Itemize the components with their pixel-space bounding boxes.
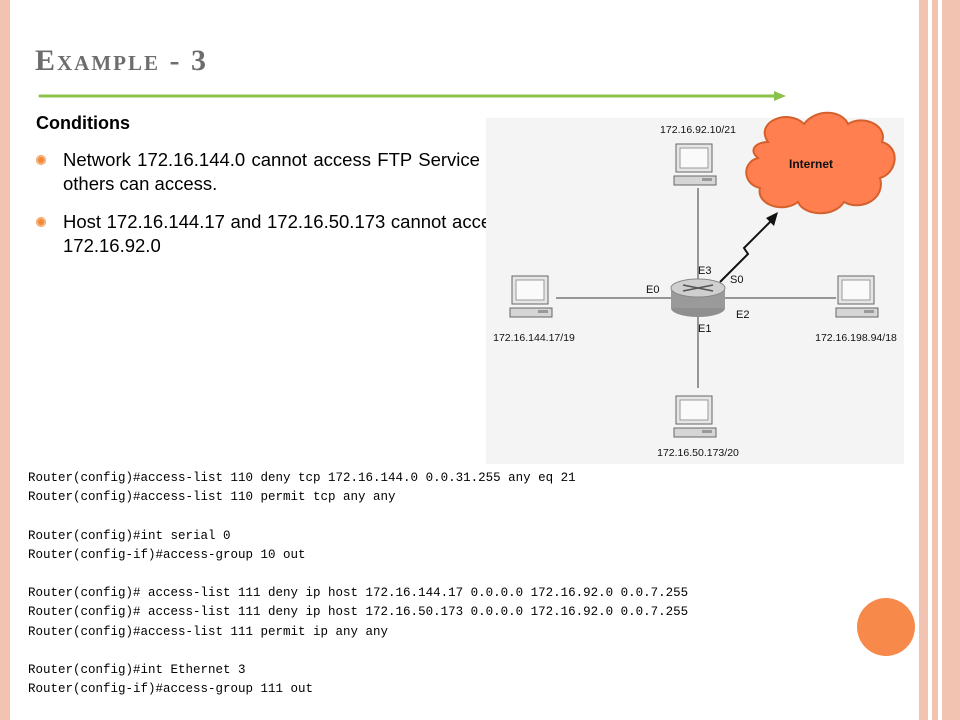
network-diagram: Internet E3 S0 E0 E2 E1 172.16.92.10/21 …: [493, 111, 897, 459]
internet-label: Internet: [789, 157, 833, 171]
host-label-top: 172.16.92.10/21: [660, 124, 736, 136]
slide-title: Example - 3: [35, 44, 208, 77]
decorative-circle: [857, 598, 915, 656]
config-line: Router(config)# access-list 111 deny ip …: [28, 586, 689, 601]
slide-frame-right: [942, 0, 960, 720]
config-line: [28, 507, 688, 526]
bullet-icon: [36, 155, 46, 165]
serial-link-icon: [719, 215, 777, 283]
computer-icon: [509, 275, 553, 318]
slide-frame-left: [0, 0, 10, 720]
config-line: Router(config)#int Ethernet 3: [28, 662, 246, 677]
computer-icon: [673, 143, 717, 186]
internet-cloud-icon: Internet: [745, 111, 896, 215]
config-line: Router(config-if)#access-group 10 out: [28, 547, 306, 562]
port-label-e0: E0: [646, 284, 659, 296]
computer-icon: [835, 275, 879, 318]
condition-text: Host 172.16.144.17 and 172.16.50.173 can…: [63, 211, 580, 256]
config-line: Router(config)#access-list 110 permit tc…: [28, 490, 396, 505]
conditions-heading: Conditions: [36, 113, 130, 133]
slide-frame-right: [919, 0, 928, 720]
serial-link-arrow-icon: [766, 212, 778, 226]
router-icon: [670, 278, 726, 317]
config-line: Router(config-if)#access-group 111 out: [28, 682, 314, 697]
config-line: Router(config)#access-list 111 permit ip…: [28, 624, 389, 639]
config-line: Router(config)# access-list 111 deny ip …: [28, 605, 689, 620]
config-line: [28, 642, 688, 661]
port-label-e3: E3: [698, 265, 711, 277]
host-label-left: 172.16.144.17/19: [493, 332, 575, 344]
condition-text: Network 172.16.144.0 cannot access FTP S…: [63, 149, 580, 194]
computer-icon: [673, 395, 717, 438]
list-item: Network 172.16.144.0 cannot access FTP S…: [36, 148, 580, 196]
title-arrow-rule: [38, 91, 786, 101]
slide-frame-right: [932, 0, 938, 720]
conditions-list: Network 172.16.144.0 cannot access FTP S…: [36, 148, 580, 272]
config-line: Router(config)#access-list 110 deny tcp …: [28, 471, 576, 485]
config-line: Router(config)#int serial 0: [28, 528, 231, 543]
port-label-s0: S0: [730, 274, 743, 286]
list-item: Host 172.16.144.17 and 172.16.50.173 can…: [36, 210, 580, 258]
bullet-icon: [36, 217, 46, 227]
router-config-listing: Router(config)#access-list 110 deny tcp …: [28, 469, 688, 699]
host-label-right: 172.16.198.94/18: [815, 332, 897, 344]
port-label-e1: E1: [698, 323, 711, 335]
host-label-bottom: 172.16.50.173/20: [657, 447, 739, 459]
config-line: [28, 565, 688, 584]
port-label-e2: E2: [736, 309, 749, 321]
